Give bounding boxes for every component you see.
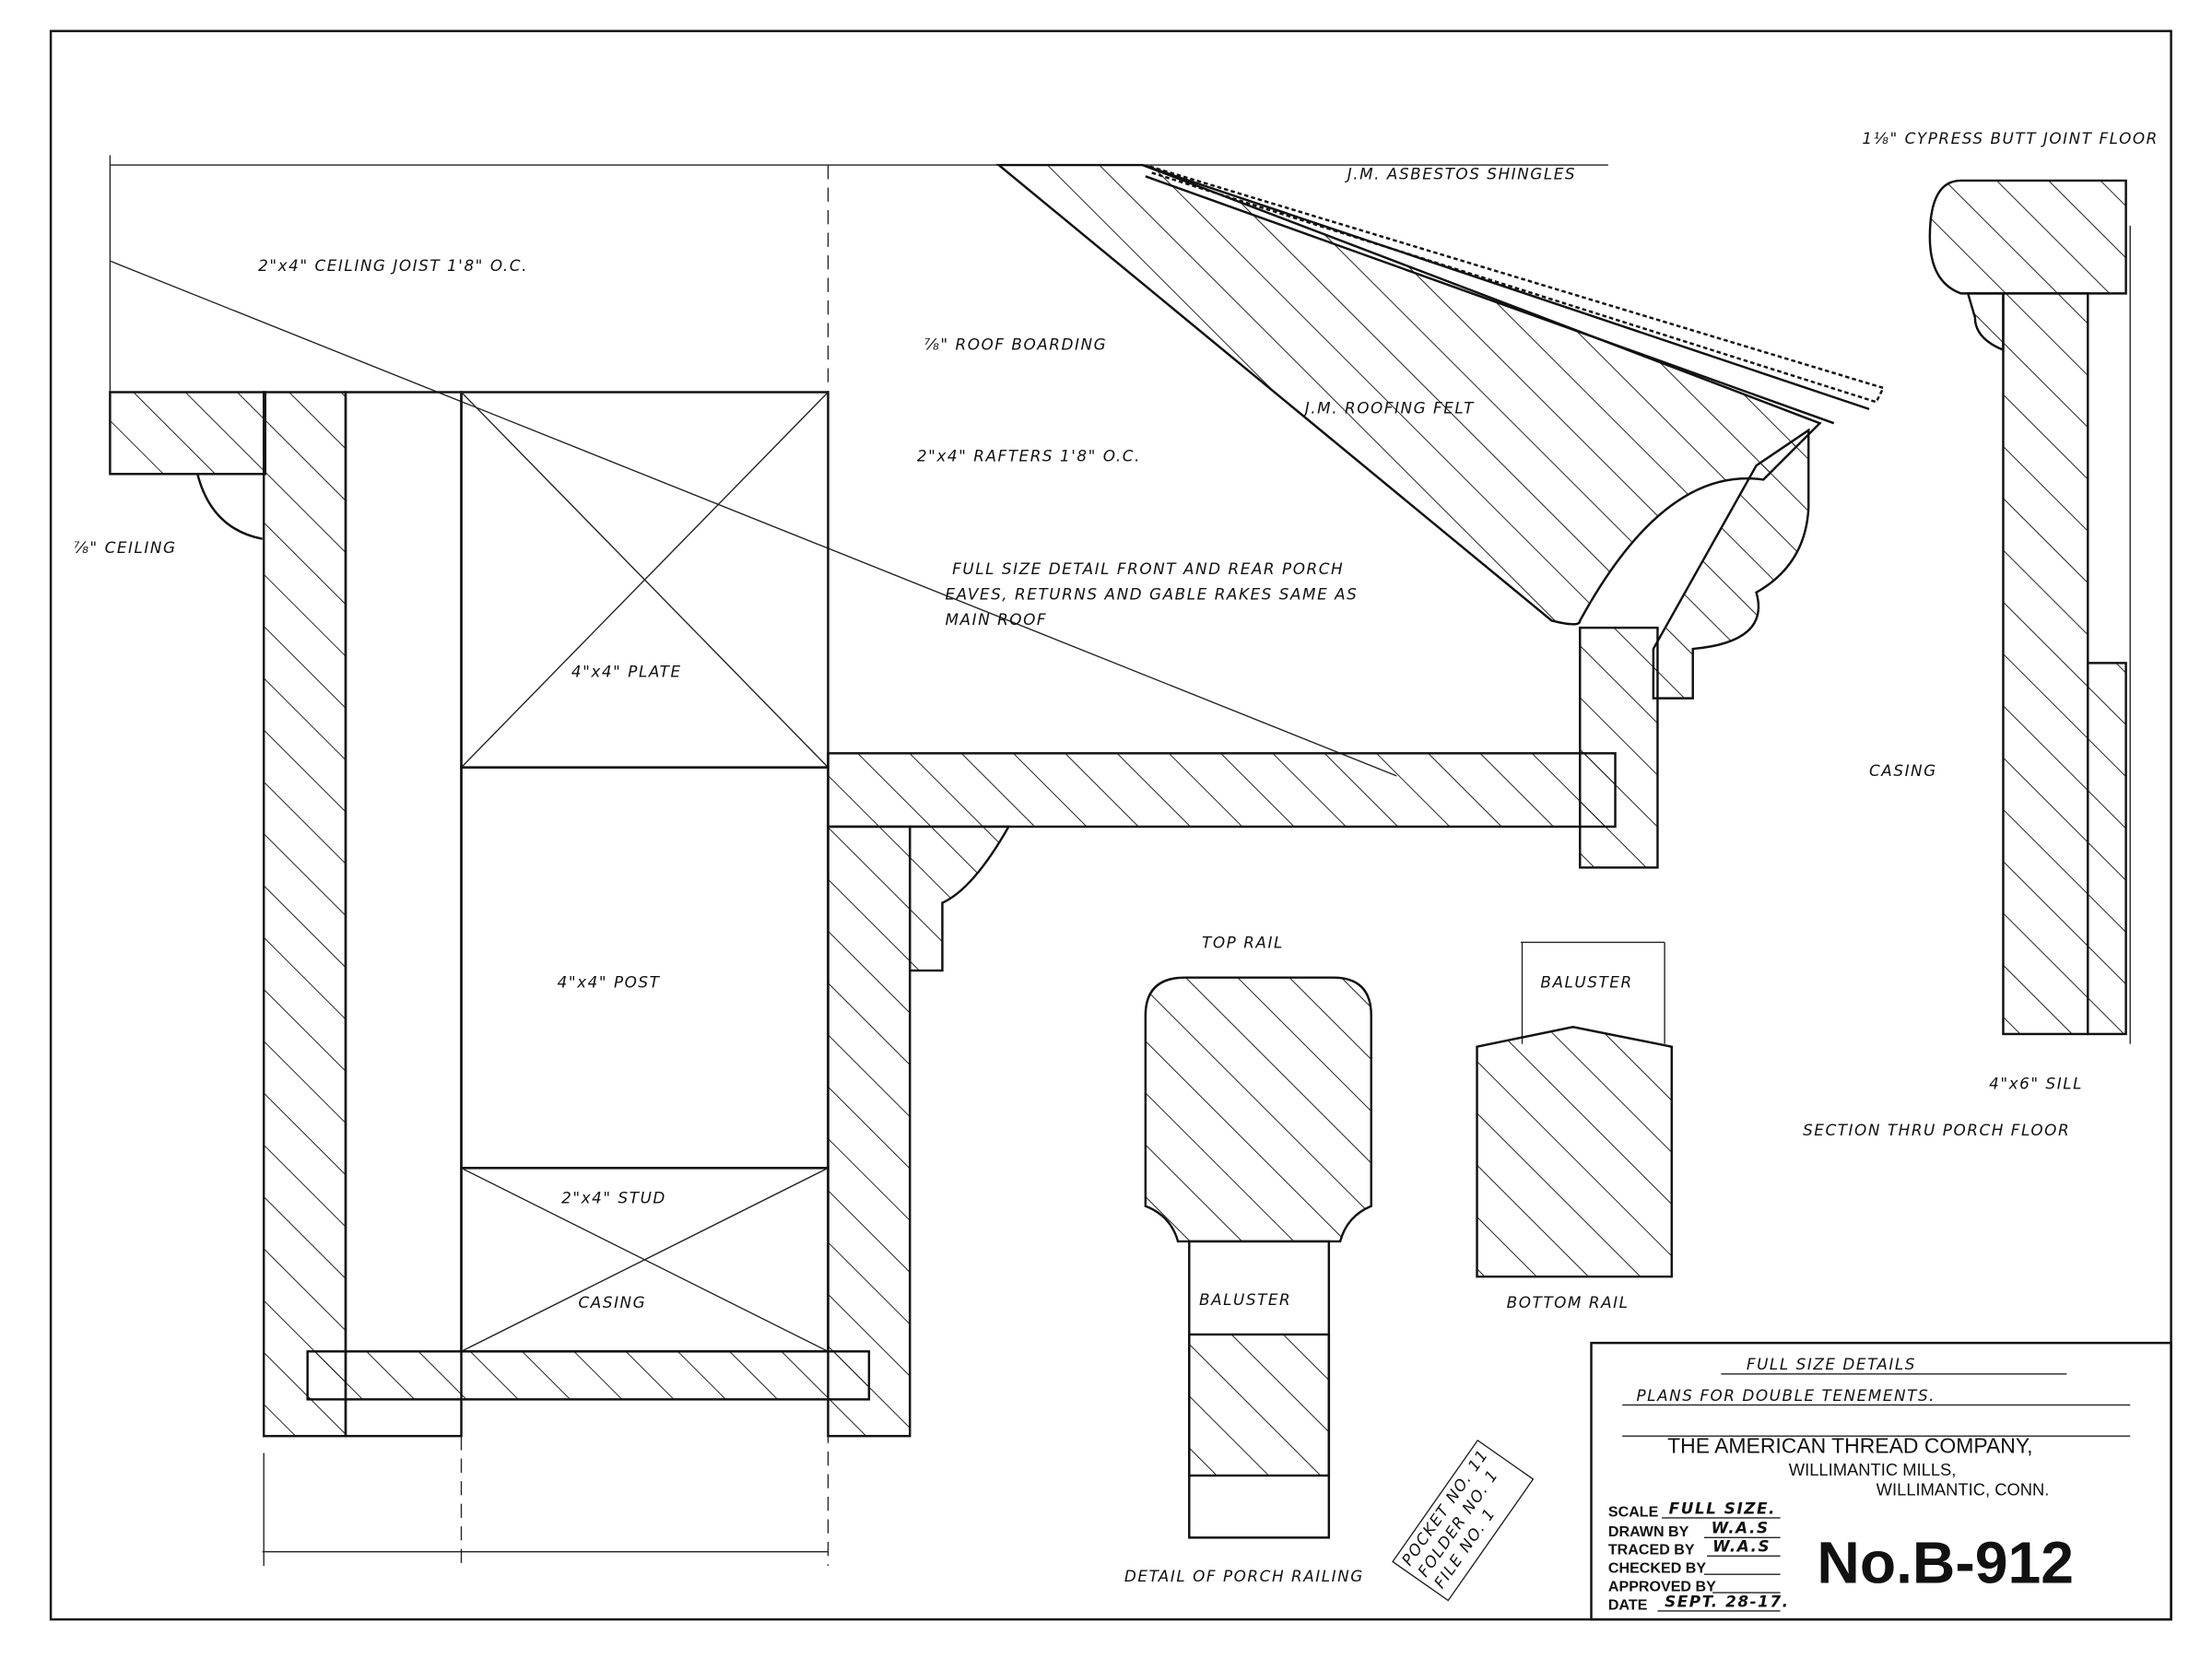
- wall-casing-left: [262, 391, 347, 1438]
- title-block: FULL SIZE DETAILS PLANS FOR DOUBLE TENEM…: [1590, 1341, 2172, 1621]
- label-stud: 2"x4" STUD: [561, 1189, 666, 1207]
- mills-name: WILLIMANTIC MILLS,: [1789, 1460, 1957, 1479]
- sheet-border: [49, 29, 2172, 1621]
- label-ceiling-joist: 2"x4" CEILING JOIST 1'8" O.C.: [258, 256, 528, 275]
- wall-casing-right: [827, 825, 912, 1438]
- drawing-title: FULL SIZE DETAILS: [1747, 1355, 1916, 1373]
- drawn-label: DRAWN BY: [1608, 1523, 1689, 1540]
- rafter: [995, 163, 1822, 626]
- fascia-board: [1579, 626, 1659, 869]
- porch-ceiling-board: [827, 752, 1617, 829]
- cornice-molding: [909, 825, 1011, 972]
- label-ceiling: ⅞" CEILING: [74, 538, 177, 557]
- traced-value: W.A.S: [1712, 1537, 1771, 1556]
- sill-4x6: [2087, 662, 2127, 1036]
- label-note-3: MAIN ROOF: [946, 610, 1048, 629]
- label-shingles: J.M. ASBESTOS SHINGLES: [1345, 164, 1576, 182]
- label-roof-boarding: ⅞" ROOF BOARDING: [924, 335, 1108, 354]
- label-post: 4"x4" POST: [558, 972, 661, 991]
- ceiling-joist-line: [110, 260, 1397, 777]
- top-rail: [1144, 976, 1372, 1243]
- baluster-section: [1188, 1333, 1331, 1477]
- label-casing-left: CASING: [579, 1293, 647, 1311]
- approved-label: APPROVED BY: [1608, 1579, 1716, 1595]
- scale-value: FULL SIZE.: [1669, 1499, 1776, 1517]
- roof-boarding: [1142, 163, 1870, 425]
- date-value: SEPT. 28-17.: [1665, 1592, 1789, 1610]
- drawn-value: W.A.S: [1712, 1519, 1770, 1537]
- annotations: J.M. ASBESTOS SHINGLES 1⅛" CYPRESS BUTT …: [74, 129, 2158, 1585]
- date-label: DATE: [1608, 1596, 1648, 1613]
- label-baluster-top: BALUSTER: [1540, 972, 1632, 991]
- label-roofing-felt: J.M. ROOFING FELT: [1302, 398, 1475, 417]
- plate-4x4: [460, 391, 830, 769]
- company-name: THE AMERICAN THREAD COMPANY,: [1667, 1434, 2032, 1458]
- crown-molding: [1652, 428, 1810, 700]
- bottom-rail: [1476, 1026, 1673, 1278]
- checked-label: CHECKED BY: [1608, 1560, 1706, 1577]
- label-baluster-bottom: BALUSTER: [1199, 1290, 1291, 1309]
- drawing-subtitle: PLANS FOR DOUBLE TENEMENTS.: [1636, 1386, 1936, 1405]
- base-board: [306, 1350, 871, 1401]
- asbestos-shingles: [1149, 165, 1886, 404]
- casing-section: [2002, 292, 2089, 1036]
- traced-label: TRACED BY: [1608, 1542, 1695, 1558]
- label-bottom-rail: BOTTOM RAIL: [1507, 1293, 1630, 1311]
- label-note-1: FULL SIZE DETAIL FRONT AND REAR PORCH: [952, 559, 1344, 578]
- scale-label: SCALE: [1608, 1503, 1659, 1520]
- floor-board: [1928, 179, 2127, 295]
- drawing-number: No.B-912: [1817, 1529, 2074, 1595]
- label-sill: 4"x6" SILL: [1989, 1075, 2083, 1093]
- ceiling-molding: [196, 473, 263, 540]
- label-casing-right: CASING: [1869, 761, 1937, 780]
- label-railing-detail: DETAIL OF PORCH RAILING: [1124, 1567, 1364, 1585]
- label-note-2: EAVES, RETURNS AND GABLE RAKES SAME AS: [946, 585, 1359, 604]
- ceiling-board: [109, 391, 266, 476]
- label-floor: 1⅛" CYPRESS BUTT JOINT FLOOR: [1862, 129, 2158, 147]
- location: WILLIMANTIC, CONN.: [1877, 1479, 2050, 1499]
- post-4x4: [460, 766, 830, 1170]
- stud-column: [344, 391, 463, 1438]
- floor-molding: [1966, 292, 2005, 352]
- label-top-rail: TOP RAIL: [1202, 934, 1284, 952]
- label-plate: 4"x4" PLATE: [571, 663, 682, 681]
- label-rafters: 2"x4" RAFTERS 1'8" O.C.: [917, 447, 1141, 465]
- file-stamp: POCKET NO. 11 FOLDER NO. 1 FILE NO. 1: [1392, 1439, 1535, 1602]
- label-section-floor: SECTION THRU PORCH FLOOR: [1803, 1121, 2070, 1139]
